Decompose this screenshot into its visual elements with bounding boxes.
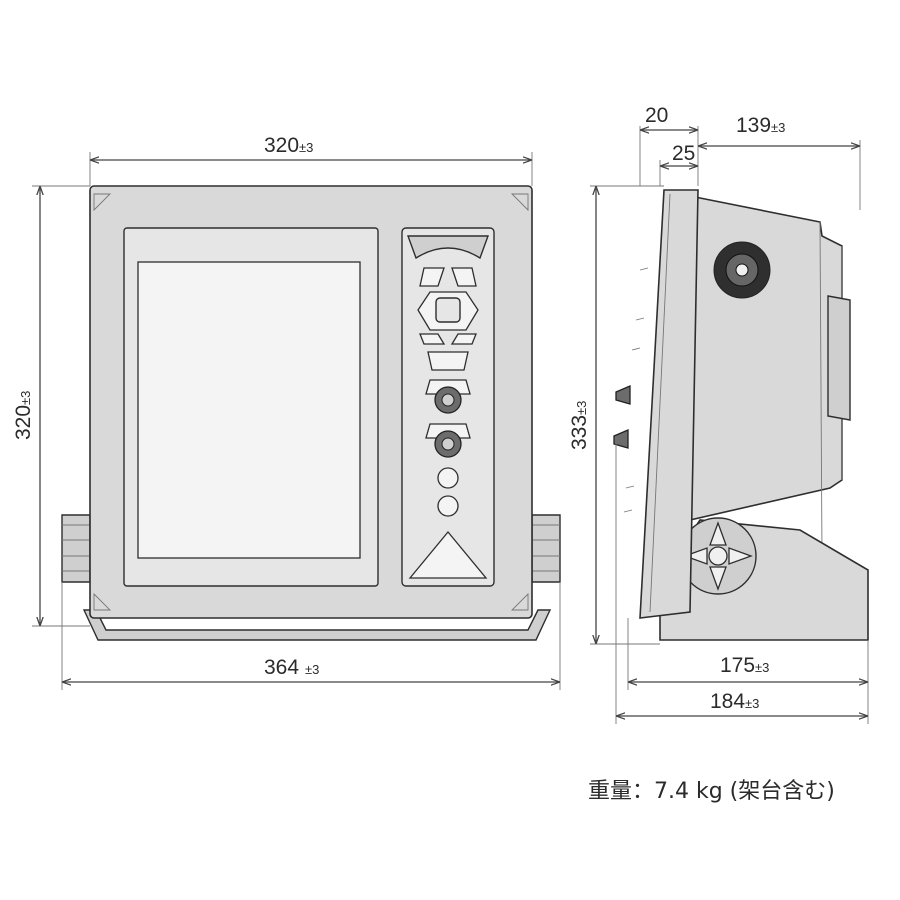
up-left-key	[419, 267, 445, 287]
side-body	[689, 195, 843, 522]
side-base-depth-label: 175±3	[720, 654, 769, 677]
power-key	[408, 530, 488, 579]
key-panel	[401, 227, 495, 587]
front-view	[61, 185, 561, 641]
side-height-label: 333±3	[568, 401, 591, 450]
down-right-key	[450, 333, 477, 345]
side-knob-depth-label: 25	[672, 142, 695, 165]
side-bezel	[639, 189, 699, 619]
dimension-lines	[32, 126, 869, 724]
side-view	[613, 189, 869, 641]
side-total-depth-label: 184±3	[710, 690, 759, 713]
side-bezel-depth-label: 20	[645, 104, 668, 127]
down-left-key	[419, 333, 446, 345]
round-key-2	[437, 495, 459, 517]
front-height-label: 320±3	[12, 391, 35, 440]
up-right-key	[451, 267, 477, 287]
menu-key	[427, 351, 469, 371]
front-bracket	[61, 514, 561, 641]
screen	[137, 261, 361, 559]
weight-note: 重量：7.4 kg (架台含む)	[588, 779, 835, 804]
round-key-1	[437, 467, 459, 489]
front-width-label: 320±3	[264, 134, 313, 157]
bracket-width-label: 364±3	[264, 656, 319, 679]
side-body-depth-label: 139±3	[736, 114, 785, 137]
